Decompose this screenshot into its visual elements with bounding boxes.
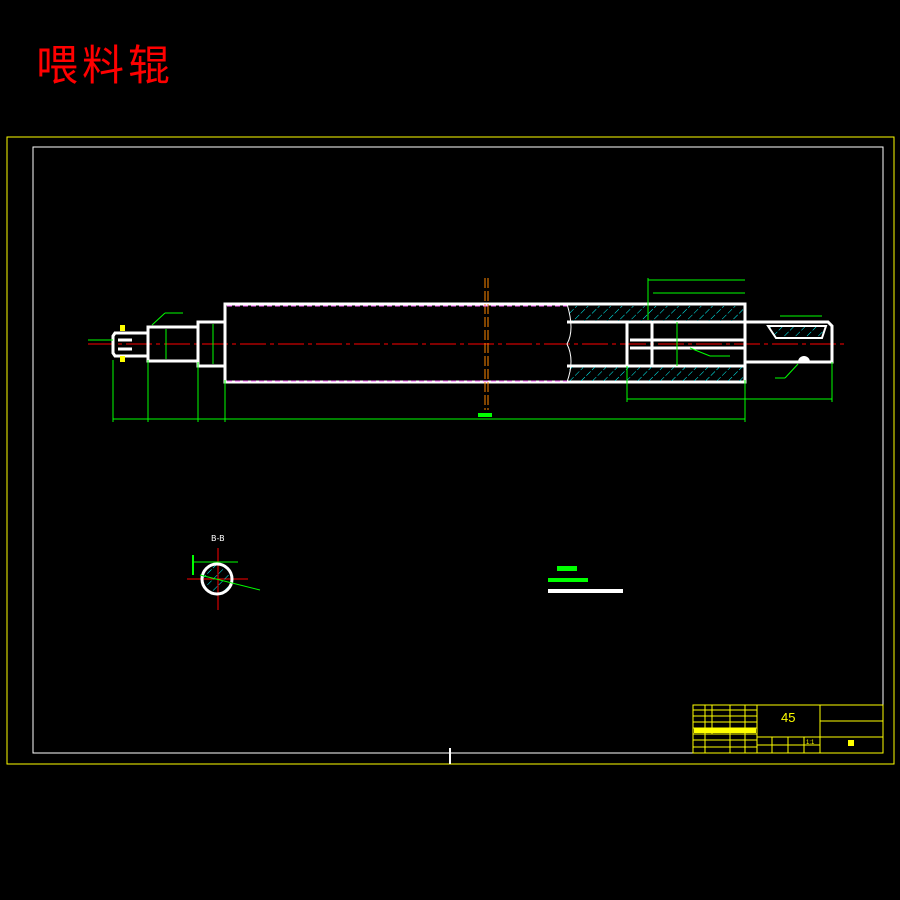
dimensions: [88, 278, 833, 422]
keyway: [766, 325, 828, 339]
drawing-title: 喂料辊: [36, 41, 175, 90]
material-label: 45: [781, 710, 795, 725]
inner-frame: [32, 146, 884, 754]
outer-frame: [6, 136, 895, 765]
section-view: B-B: [187, 534, 261, 610]
hatch-bottom: [569, 367, 743, 381]
tolerance-marks: [120, 325, 125, 362]
hatch-top: [569, 306, 743, 321]
title-block-text-mark: [694, 728, 756, 733]
scale-label: 1:1: [806, 740, 815, 746]
title-block-text-mark: [848, 740, 854, 746]
dimension-text-mark: [478, 413, 492, 417]
center-hole: [798, 356, 810, 362]
technical-notes: [548, 566, 623, 593]
break-line: [566, 303, 572, 383]
section-label: B-B: [211, 534, 225, 543]
